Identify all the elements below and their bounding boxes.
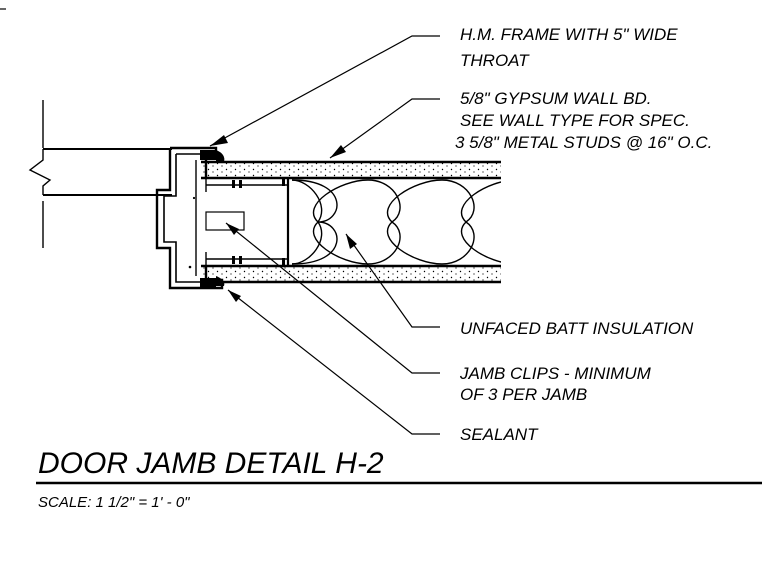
frame-stop — [200, 150, 216, 160]
callout-gypsum-line2: SEE WALL TYPE FOR SPEC. — [460, 111, 690, 130]
metal-stud — [205, 178, 290, 266]
callout-frame-line2: THROAT — [460, 51, 530, 70]
break-line — [28, 149, 52, 195]
callout-gypsum-line1: 5/8" GYPSUM WALL BD. — [460, 89, 652, 108]
gypsum-board-top — [201, 160, 501, 180]
leader-jamb-clip — [225, 222, 440, 374]
batt-insulation — [291, 179, 501, 265]
existing-wall — [28, 100, 172, 248]
detail-scale: SCALE: 1 1/2" = 1' - 0" — [38, 494, 190, 511]
leader-frame — [209, 35, 440, 147]
sealant-bead-top — [216, 150, 225, 162]
leader-insulation — [345, 233, 440, 328]
callout-clips-line2: OF 3 PER JAMB — [460, 385, 587, 404]
callout-frame-line1: H.M. FRAME WITH 5" WIDE — [460, 25, 678, 44]
gypsum-board-bottom — [201, 264, 501, 284]
callout-sealant: SEALANT — [460, 425, 539, 444]
callout-gypsum-line3: 3 5/8" METAL STUDS @ 16" O.C. — [455, 133, 712, 152]
jamb-clip — [205, 211, 245, 231]
callout-clips-line1: JAMB CLIPS - MINIMUM — [459, 364, 652, 383]
leader-gypsum — [329, 98, 440, 159]
leader-sealant — [227, 289, 440, 435]
detail-title: DOOR JAMB DETAIL H-2 — [38, 447, 384, 480]
callout-insulation: UNFACED BATT INSULATION — [460, 319, 694, 338]
